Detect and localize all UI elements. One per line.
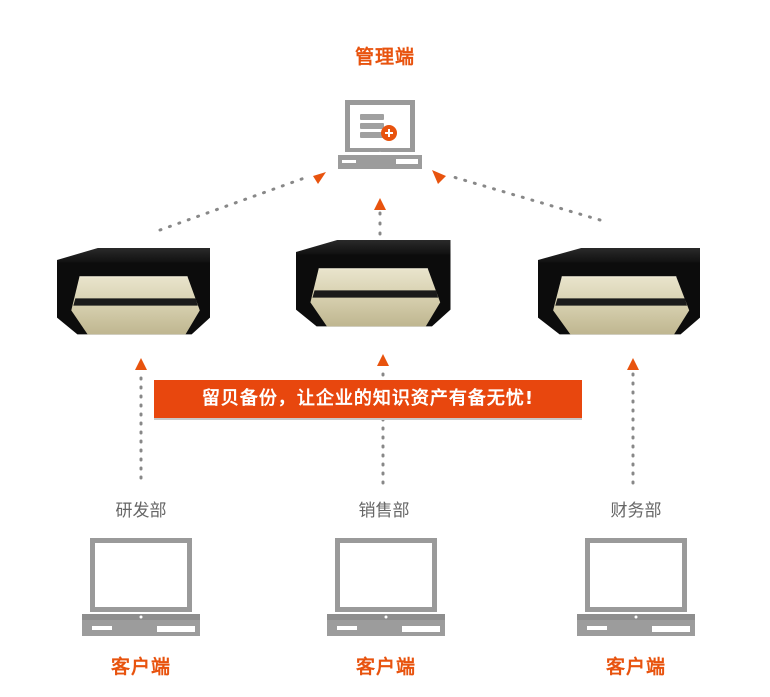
dept-label-rd: 研发部 (115, 501, 167, 521)
laptop-icon-sales (327, 538, 445, 636)
slogan-banner: 留贝备份，让企业的知识资产有备无忧! (154, 380, 582, 418)
dept-label-sales: 销售部 (358, 501, 410, 521)
nas-device-right (537, 247, 701, 335)
laptop-icon-rd (82, 538, 200, 636)
nas-device-center (295, 239, 452, 327)
connection-lines-top (158, 174, 602, 236)
client-label-rd: 客户端 (110, 656, 171, 678)
arrow-icons-top (313, 170, 446, 210)
client-label-sales: 客户端 (355, 656, 416, 678)
admin-title: 管理端 (354, 46, 415, 68)
laptop-icon-finance (577, 538, 695, 636)
arrow-icons-bottom (135, 354, 639, 370)
nas-device-left (56, 247, 211, 335)
client-label-finance: 客户端 (605, 656, 666, 678)
dept-label-finance: 财务部 (610, 501, 662, 521)
server-monitor-icon (338, 100, 422, 169)
